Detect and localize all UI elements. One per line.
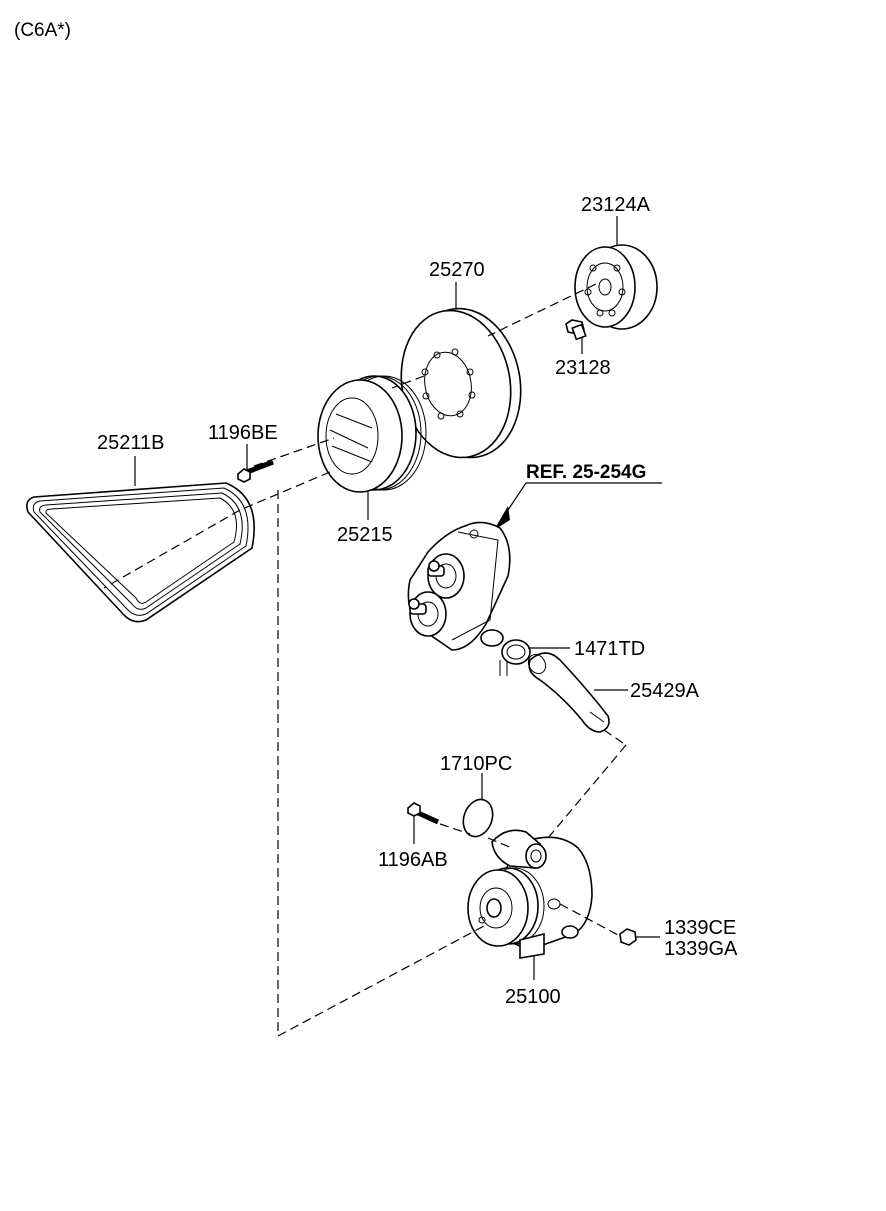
part-label-25215: 25215 xyxy=(337,524,393,546)
bolt-1196be-drawing xyxy=(237,459,274,483)
ref-arrow xyxy=(494,506,510,530)
part-label-23128: 23128 xyxy=(555,357,611,379)
part-label-25429a: 25429A xyxy=(630,680,700,702)
part-label-1339ce: 1339CE xyxy=(664,917,736,939)
bolt-1196ab-drawing xyxy=(407,802,440,825)
part-label-1710pc: 1710PC xyxy=(440,753,512,775)
variant-code: (C6A*) xyxy=(14,20,71,41)
hose-clamp-drawing xyxy=(499,639,531,676)
part-label-25270: 25270 xyxy=(429,259,485,281)
assembly-guide-lines xyxy=(103,283,627,1037)
nut-drawing xyxy=(619,928,637,946)
v-belt-drawing xyxy=(26,482,255,623)
part-label-1196ab: 1196AB xyxy=(378,849,448,871)
ref-label: REF. 25-254G xyxy=(526,462,646,483)
part-label-1339ga: 1339GA xyxy=(664,938,738,960)
part-label-25100: 25100 xyxy=(505,986,561,1008)
o-ring-drawing xyxy=(462,798,494,838)
thermostat-housing-drawing xyxy=(407,521,511,651)
part-label-1196be: 1196BE xyxy=(208,422,278,444)
part-label-23124a: 23124A xyxy=(581,194,651,216)
crank-hub-drawing xyxy=(574,244,658,330)
bolt-23128-drawing xyxy=(565,319,587,341)
coolant-hose-drawing xyxy=(527,652,610,733)
part-label-25211b: 25211B xyxy=(97,432,164,454)
water-pump-drawing xyxy=(467,829,593,959)
part-label-1471td: 1471TD xyxy=(574,638,645,660)
crank-pulley-drawing xyxy=(317,375,427,493)
